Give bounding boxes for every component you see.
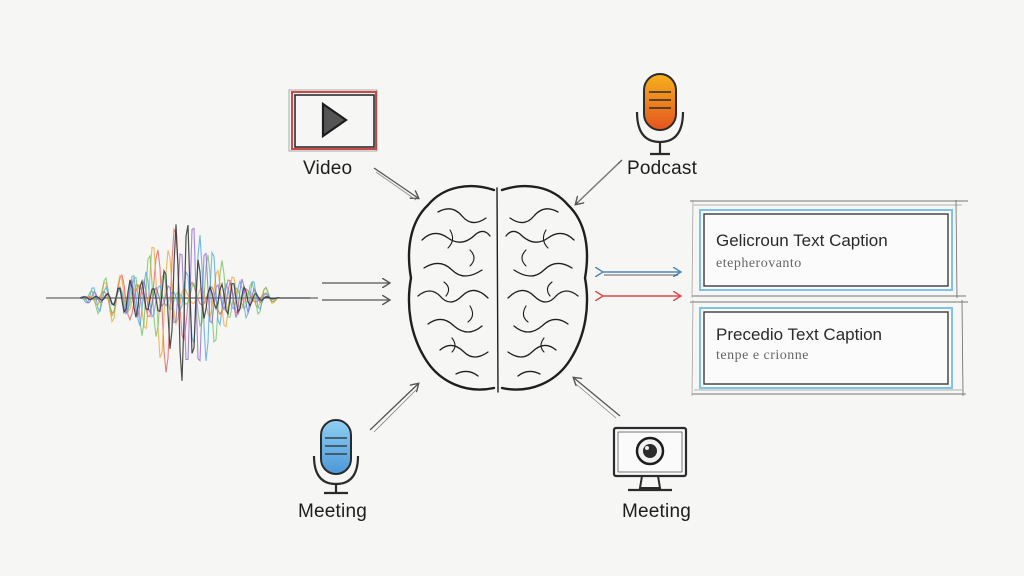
- arrow-webcam-to-brain: [574, 378, 621, 419]
- meeting-microphone-icon: [312, 419, 360, 495]
- arrow-waveform-to-brain: [322, 283, 389, 300]
- arrow-podcast-to-brain: [576, 159, 623, 204]
- waveform-trace: [79, 224, 310, 381]
- podcast-microphone-icon: [635, 73, 685, 156]
- meeting-label-right: Meeting: [622, 501, 691, 522]
- caption-1-title: Gelicroun Text Caption: [716, 231, 888, 250]
- arrow-meeting-mic-to-brain: [369, 384, 418, 433]
- waveform-trace: [79, 246, 310, 358]
- play-icon: [321, 101, 348, 139]
- caption-2-subtitle: tenpe e crionne: [716, 348, 810, 363]
- caption-1-subtitle: etepherovanto: [716, 256, 802, 271]
- meeting-label-left: Meeting: [298, 501, 367, 522]
- caption-2-title: Precedio Text Caption: [716, 325, 883, 344]
- arrow-brain-caption-blue: [602, 272, 680, 275]
- webcam-icon: [612, 426, 688, 492]
- video-label: Video: [303, 158, 353, 179]
- caption-box-1: [690, 199, 968, 299]
- waveform-trace: [79, 227, 310, 363]
- caption-box-2: [690, 299, 968, 397]
- video-icon: [288, 89, 378, 152]
- waveform-icon: [46, 224, 318, 381]
- podcast-label: Podcast: [627, 158, 698, 179]
- brain-icon: [407, 184, 589, 393]
- arrow-video-to-brain: [373, 167, 418, 201]
